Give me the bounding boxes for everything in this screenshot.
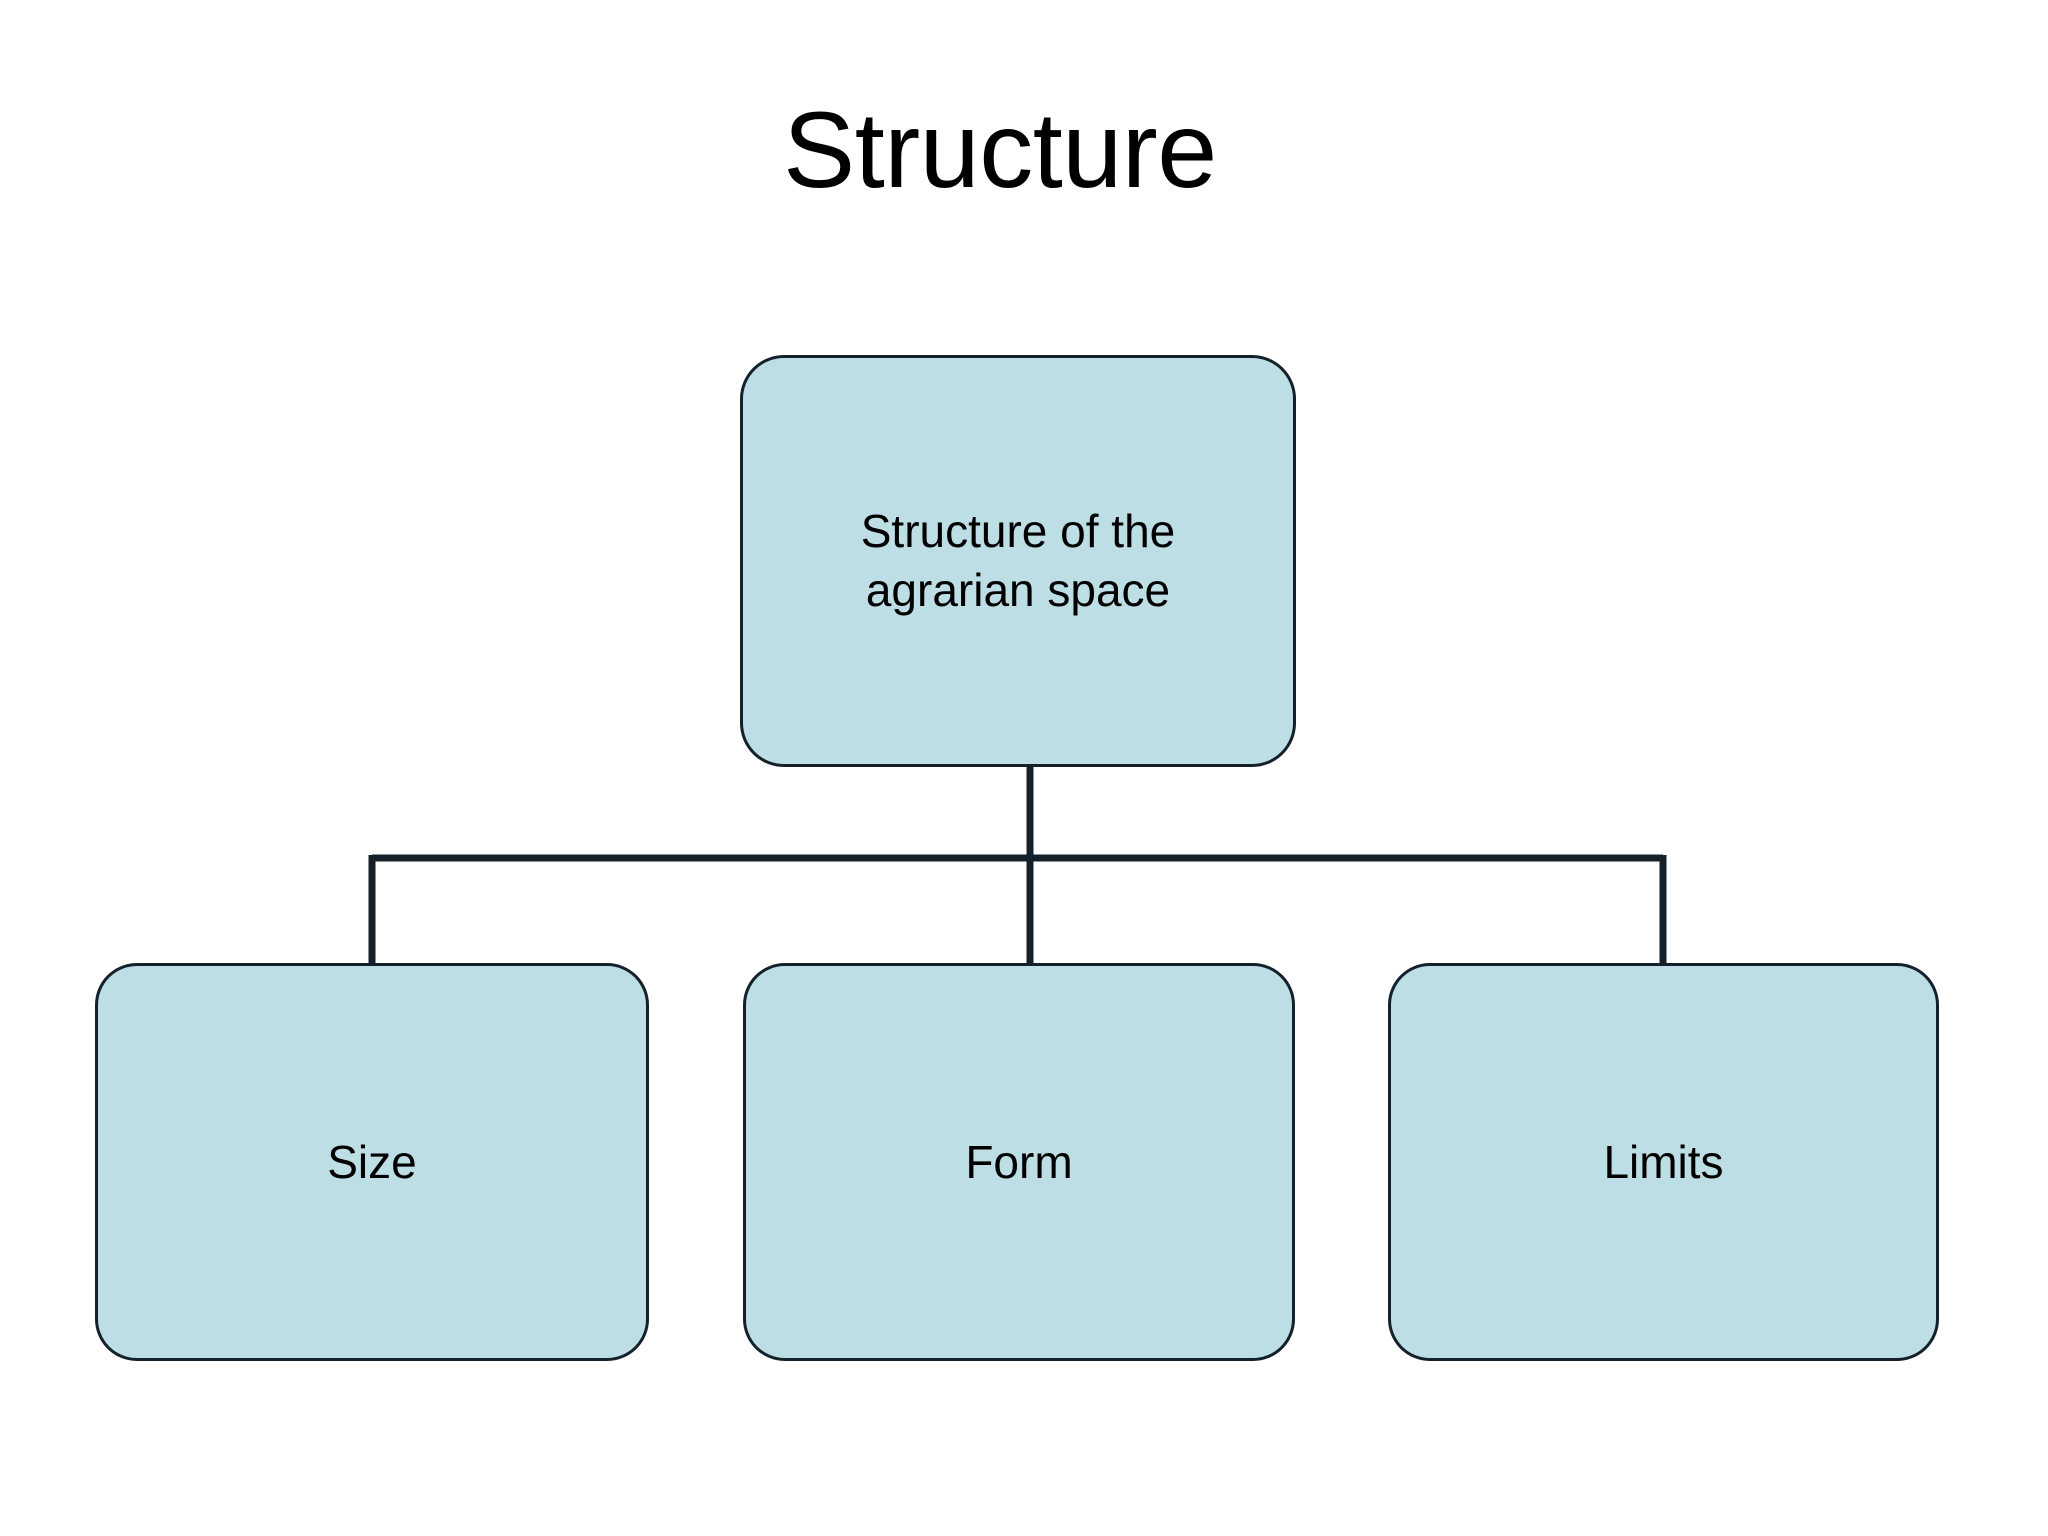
- node-size-label: Size: [327, 1135, 417, 1188]
- page-title: Structure: [0, 96, 2048, 204]
- node-form-label: Form: [965, 1135, 1073, 1188]
- page-title-text: Structure: [783, 89, 1217, 210]
- node-limits-label: Limits: [1603, 1135, 1724, 1188]
- node-limits[interactable]: Limits: [1388, 963, 1939, 1361]
- node-root[interactable]: Structure of the agrarian space: [740, 355, 1296, 767]
- node-form[interactable]: Form: [743, 963, 1295, 1361]
- node-size[interactable]: Size: [95, 963, 649, 1361]
- node-root-label: Structure of the agrarian space: [860, 505, 1176, 616]
